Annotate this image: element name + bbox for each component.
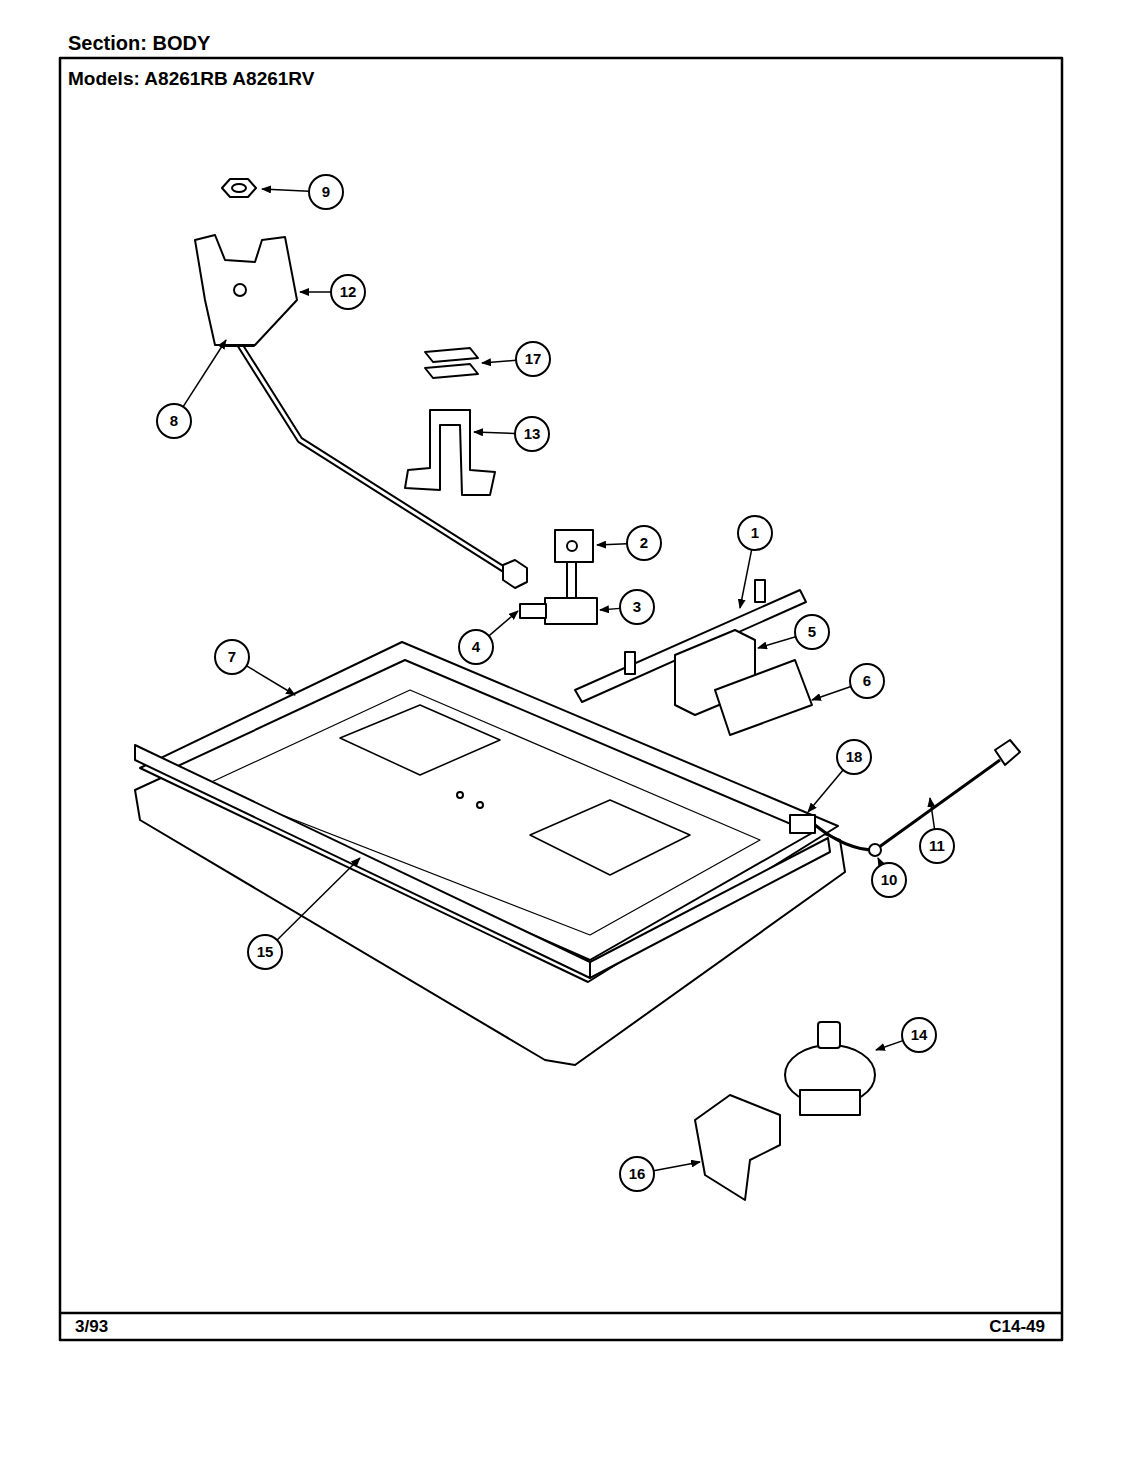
callout-circle <box>459 630 493 664</box>
leader-line <box>600 608 620 610</box>
hole <box>477 802 483 808</box>
callout-circle <box>215 640 249 674</box>
leader-line <box>277 858 360 940</box>
leader-line <box>262 189 309 191</box>
callout-circle <box>157 404 191 438</box>
callout-number: 4 <box>459 637 493 657</box>
hole <box>234 284 246 296</box>
bracket <box>195 235 297 345</box>
leader-line <box>812 687 851 700</box>
pan-floor <box>205 690 760 935</box>
callout-circle <box>248 935 282 969</box>
leader-line <box>482 360 516 363</box>
callout-circle <box>902 1018 936 1052</box>
strip <box>135 745 590 978</box>
hole <box>567 541 577 551</box>
callout-number: 3 <box>620 597 654 617</box>
plate <box>715 660 812 735</box>
regulator-base <box>800 1090 860 1115</box>
callout-circle <box>920 829 954 863</box>
callout-circle <box>795 615 829 649</box>
nut-hole <box>232 184 246 192</box>
leader-line <box>740 550 752 608</box>
footer-rule <box>60 1312 1062 1315</box>
cord <box>815 760 1000 850</box>
parts-drawing <box>60 58 1062 1340</box>
leader-line <box>930 798 935 829</box>
connector <box>790 815 815 833</box>
leader-line <box>876 1041 903 1050</box>
footer-code: C14-49 <box>989 1317 1045 1337</box>
valve <box>545 598 597 624</box>
leader-line <box>808 770 843 812</box>
callout-number: 6 <box>850 671 884 691</box>
callout-circle <box>837 740 871 774</box>
leader-line <box>474 432 515 433</box>
callout-number: 10 <box>872 870 906 890</box>
hole <box>457 792 463 798</box>
callout-circle <box>738 516 772 550</box>
callout-number: 13 <box>515 424 549 444</box>
callout-circle <box>850 664 884 698</box>
callout-circle <box>620 1157 654 1191</box>
callout-number: 7 <box>215 647 249 667</box>
valve-stem <box>567 562 576 602</box>
callout-number: 16 <box>620 1164 654 1184</box>
pan-plate <box>530 800 690 875</box>
callouts <box>157 175 954 1191</box>
callout-number: 17 <box>516 349 550 369</box>
nut <box>222 179 256 197</box>
models-line: Models: A8261RB A8261RV <box>68 68 314 90</box>
pan-plate <box>340 705 500 775</box>
leader-line <box>300 291 331 293</box>
regulator-cap <box>818 1022 840 1048</box>
tube-inner <box>240 345 505 570</box>
tube <box>240 345 505 570</box>
leader-line <box>247 666 295 695</box>
strip <box>590 838 830 978</box>
grommet <box>869 844 881 856</box>
pad <box>425 364 478 378</box>
callout-number: 11 <box>920 836 954 856</box>
leader-line <box>878 858 881 865</box>
section-title: Section: BODY <box>68 32 210 55</box>
callout-number: 1 <box>738 523 772 543</box>
orifice <box>520 604 546 618</box>
callout-number: 9 <box>309 182 343 202</box>
callout-circle <box>627 526 661 560</box>
tube-nut <box>503 560 527 588</box>
leader-line <box>183 340 226 407</box>
u-bracket <box>405 410 495 495</box>
callout-circle <box>515 417 549 451</box>
callout-number: 15 <box>248 942 282 962</box>
leader-line <box>489 611 518 636</box>
callout-circle <box>516 342 550 376</box>
callout-number: 18 <box>837 747 871 767</box>
shield <box>695 1095 780 1200</box>
callout-number: 8 <box>157 411 191 431</box>
frame <box>60 58 1062 1340</box>
callout-number: 12 <box>331 282 365 302</box>
pad <box>425 348 478 362</box>
callout-circle <box>309 175 343 209</box>
callout-circle <box>620 590 654 624</box>
plug <box>995 740 1020 765</box>
leader-line <box>597 544 627 545</box>
callout-circle <box>331 275 365 309</box>
clip <box>555 530 593 562</box>
leader-line <box>758 637 796 648</box>
leader-line <box>654 1162 700 1171</box>
tab <box>625 652 635 674</box>
callout-number: 2 <box>627 533 661 553</box>
footer-code: 3/93 <box>75 1317 108 1337</box>
callout-circle <box>872 863 906 897</box>
callout-number: 5 <box>795 622 829 642</box>
callout-number: 14 <box>902 1025 936 1045</box>
tab <box>755 580 765 602</box>
